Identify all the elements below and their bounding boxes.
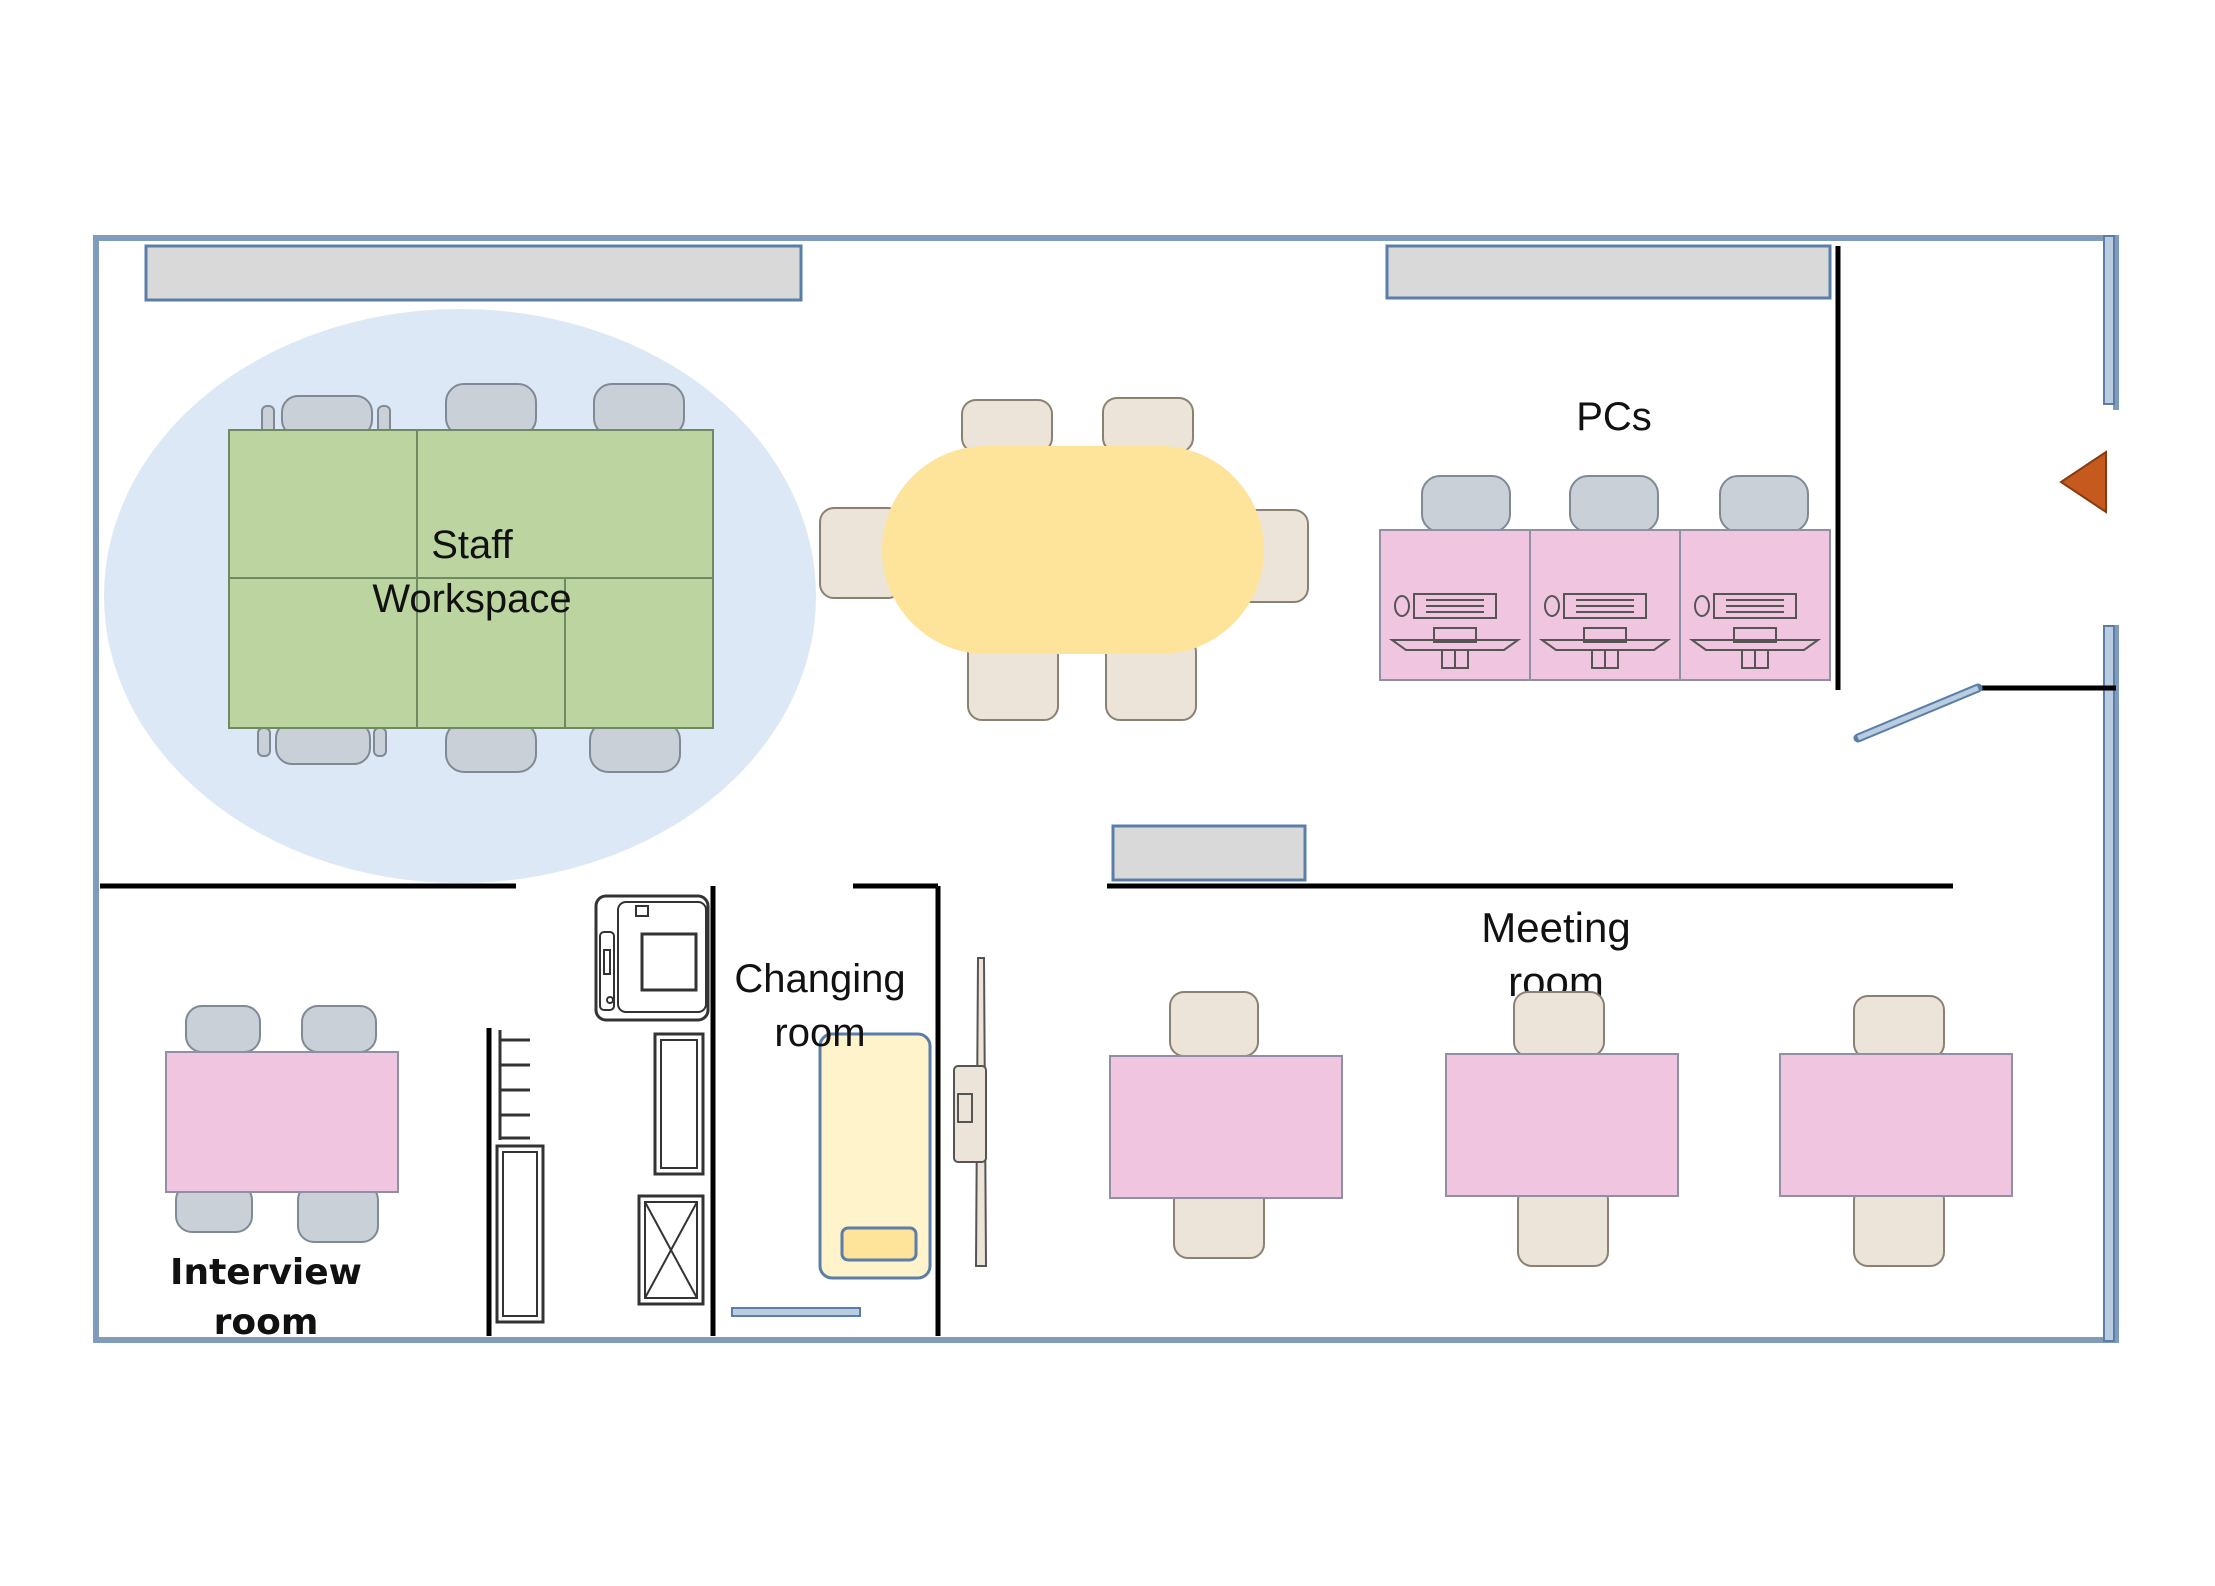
pc-chair-2 — [1569, 475, 1659, 533]
storage-cabinet-left — [495, 1144, 545, 1324]
meeting-desk-1 — [1109, 1055, 1343, 1199]
meeting-wall-cabinet — [1111, 824, 1307, 882]
door-jamb-top — [2103, 235, 2115, 405]
meeting-desk-3 — [1779, 1053, 2013, 1197]
workspace-chair-top-1 — [261, 395, 391, 437]
pc-chair-3 — [1719, 475, 1809, 533]
changing-bench — [818, 1032, 932, 1280]
workspace-desk-1 — [228, 429, 418, 579]
pc-chair-1 — [1421, 475, 1511, 533]
workspace-chair-bottom-3 — [589, 721, 681, 773]
interview-desk — [165, 1051, 399, 1193]
workspace-chair-bottom-2 — [445, 721, 537, 773]
table-chair-top-1 — [961, 399, 1053, 453]
storage-cabinet-right-inner — [660, 1039, 698, 1169]
wall-shelf-right — [1385, 244, 1832, 300]
mirror-icon — [953, 957, 988, 1267]
workspace-desk-4 — [416, 577, 566, 729]
entrance-gap — [2106, 410, 2126, 625]
staff-workspace-label-line1: Staff — [431, 523, 513, 567]
pcs-label: PCs — [1576, 395, 1652, 439]
workspace-chair-top-2 — [445, 383, 537, 437]
storage-cabinet-right — [653, 1032, 705, 1176]
door-jamb-bottom — [2103, 625, 2115, 1342]
oval-meeting-table — [882, 446, 1264, 654]
workspace-desk-5 — [564, 577, 714, 729]
printer-icon — [594, 894, 710, 1022]
interview-chair-top-2 — [301, 1005, 377, 1053]
meeting-chair-bottom-3 — [1853, 1185, 1945, 1267]
meeting-desk-2 — [1445, 1053, 1679, 1197]
computer-icon — [1538, 593, 1672, 669]
computer-icon — [1388, 593, 1522, 669]
table-chair-top-2 — [1102, 397, 1194, 453]
interview-chair-top-1 — [185, 1005, 261, 1053]
workspace-chair-bottom-1 — [257, 721, 387, 765]
meeting-chair-top-3 — [1853, 995, 1945, 1059]
storage-box — [637, 1194, 705, 1306]
coat-rack — [498, 1030, 530, 1140]
interview-room-label-line1: Interview — [170, 1252, 362, 1293]
interview-room-label-line2: room — [214, 1302, 319, 1343]
outer-wall — [93, 235, 2119, 1343]
changing-room-label-line1: Changing — [734, 957, 905, 1001]
changing-room-door — [731, 1307, 861, 1317]
meeting-chair-top-1 — [1169, 991, 1259, 1057]
entrance-arrow-icon — [2059, 450, 2107, 514]
workspace-desk-2 — [416, 429, 714, 579]
computer-icon — [1688, 593, 1822, 669]
entrance-door-leaf-inner — [1857, 685, 1979, 741]
workspace-chair-top-3 — [593, 383, 685, 437]
meeting-room-label-line1: Meeting — [1481, 904, 1630, 951]
storage-cabinet-left-inner — [502, 1151, 538, 1317]
meeting-chair-bottom-2 — [1517, 1185, 1609, 1267]
wall-shelf-left — [144, 244, 803, 302]
staff-workspace-label-line2: Workspace — [372, 577, 571, 621]
changing-bench-cushion — [840, 1226, 918, 1262]
meeting-chair-top-2 — [1513, 991, 1605, 1057]
changing-room-label-line2: room — [774, 1011, 865, 1055]
